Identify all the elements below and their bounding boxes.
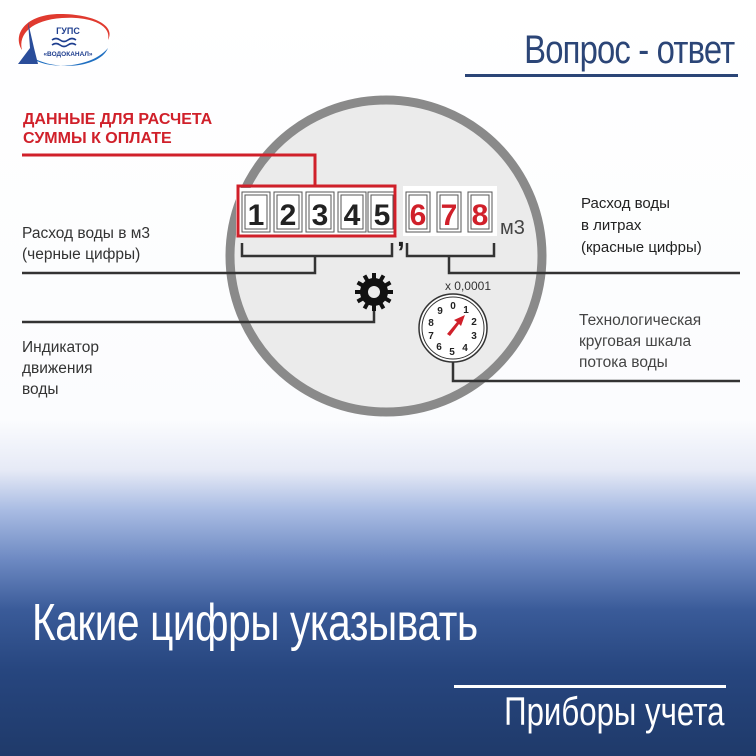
svg-text:2: 2	[471, 317, 477, 328]
water-meter-diagram: 1 2 3 4 5 , 6 7 8 м3	[22, 95, 740, 417]
svg-text:x 0,0001: x 0,0001	[445, 279, 491, 293]
footer-title: Какие цифры указывать	[32, 594, 478, 652]
flow-indicator-label: Индикатор движения воды	[22, 339, 99, 398]
flow-scale-label: Технологическая круговая шкала потока во…	[579, 312, 702, 371]
svg-text:7: 7	[441, 199, 458, 232]
svg-text:4: 4	[344, 199, 361, 232]
svg-text:1: 1	[248, 199, 265, 232]
svg-text:5: 5	[374, 199, 391, 232]
payment-highlight-box	[236, 184, 397, 238]
svg-text:8: 8	[428, 318, 434, 329]
flow-indicator-gear-icon	[355, 273, 393, 311]
black-digit-drum: 1 2 3 4 5	[236, 184, 397, 238]
svg-text:5: 5	[449, 347, 455, 358]
svg-text:3: 3	[312, 199, 329, 232]
vodokanal-logo-icon: ГУПС «ВОДОКАНАЛ»	[18, 14, 110, 66]
svg-text:,: ,	[397, 221, 405, 252]
svg-text:6: 6	[436, 342, 442, 353]
svg-text:2: 2	[280, 199, 297, 232]
svg-text:4: 4	[462, 343, 468, 354]
header-underline	[465, 74, 738, 77]
svg-text:9: 9	[437, 306, 443, 317]
payment-data-callout: ДАННЫЕ ДЛЯ РАСЧЕТА СУММЫ К ОПЛАТЕ	[23, 111, 213, 147]
footer-subtitle: Приборы учета	[503, 690, 724, 734]
svg-text:7: 7	[428, 331, 434, 342]
svg-text:8: 8	[472, 199, 489, 232]
svg-text:0: 0	[450, 301, 456, 312]
svg-text:«ВОДОКАНАЛ»: «ВОДОКАНАЛ»	[43, 51, 92, 58]
flow-dial: 0 1 2 3 4 5 6 7 8 9	[418, 293, 488, 363]
dial-arrow-icon	[447, 315, 465, 336]
svg-text:3: 3	[471, 331, 477, 342]
svg-text:м3: м3	[500, 217, 525, 239]
red-digit-drum: 6 7 8	[403, 186, 497, 236]
header-title: Вопрос - ответ	[523, 28, 735, 72]
svg-text:6: 6	[410, 199, 427, 232]
svg-text:1: 1	[463, 305, 469, 316]
cubic-meters-label: Расход воды в м3 (черные цифры)	[22, 225, 151, 263]
vodokanal-logo: ГУПС «ВОДОКАНАЛ»	[8, 8, 118, 72]
footer-divider	[454, 685, 726, 688]
liters-label: Расход воды в литрах (красные цифры)	[581, 195, 702, 256]
svg-text:ГУПС: ГУПС	[56, 26, 80, 36]
